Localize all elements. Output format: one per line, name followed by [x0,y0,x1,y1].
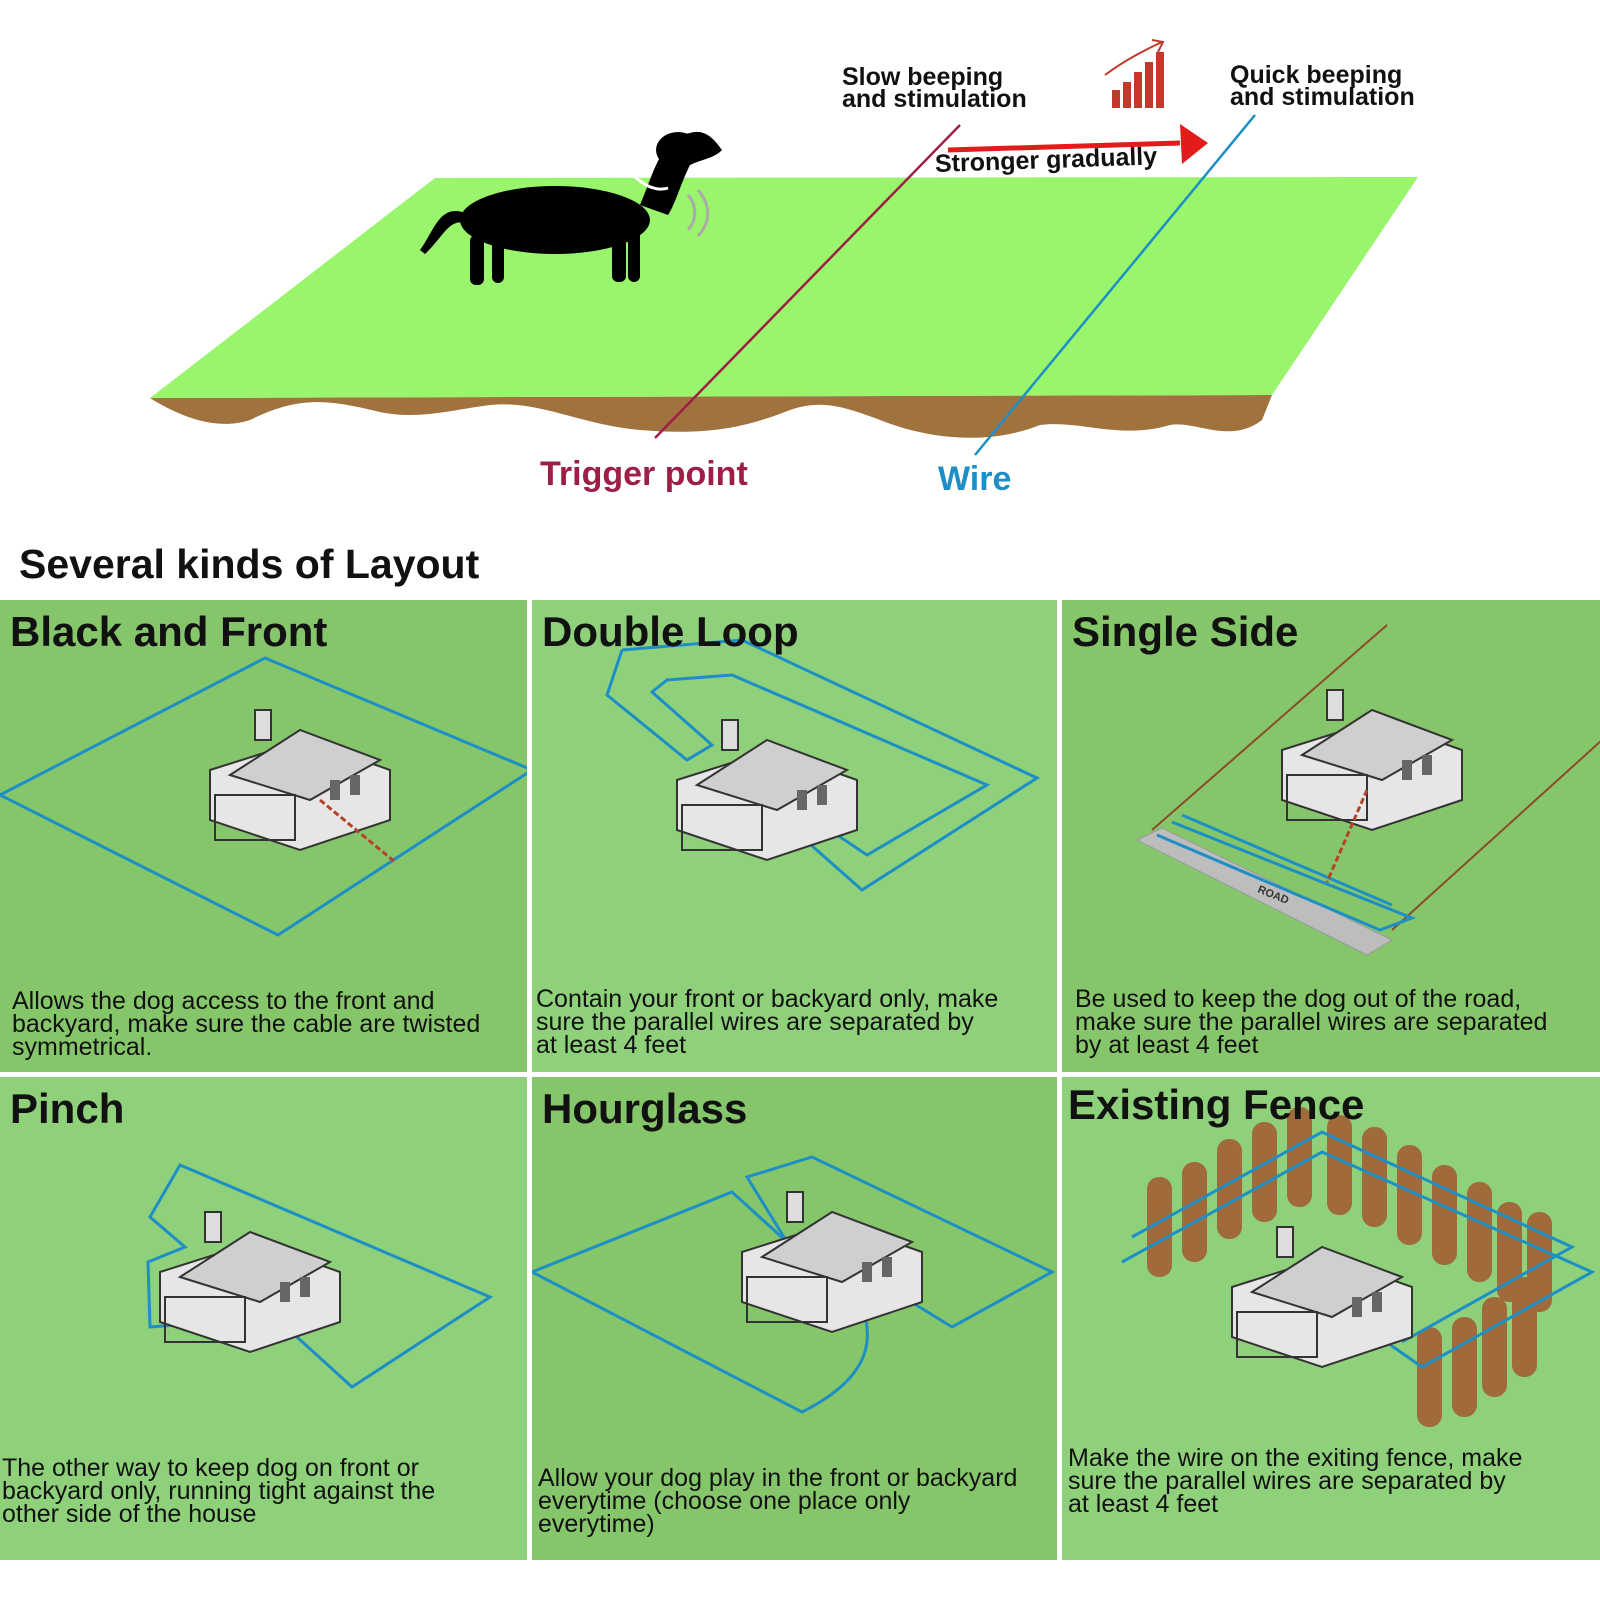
panel-title: Hourglass [542,1085,748,1132]
panel-hourglass: Hourglass Allow your dog play in the fro… [532,1077,1057,1560]
collar [628,170,669,191]
house-icon [159,1211,341,1354]
panel-pinch: Pinch The other way to keep dog on front… [0,1077,527,1560]
layout-grid: Black and Front Allows the dog access to… [0,600,1600,1560]
sound-waves-icon [686,189,710,238]
panel-title: Existing Fence [1068,1081,1365,1128]
panel-title: Double Loop [542,608,799,655]
panel-description: Allow your dog play in the front or back… [538,1464,1018,1538]
grass-plane [150,177,1418,398]
trigger-point-label: Trigger point [540,455,748,493]
existing-fence-illustration [1121,1107,1596,1427]
house-icon [209,709,391,852]
arrow-head [1180,124,1208,164]
panel-description: Make the wire on the exiting fence, make… [1068,1444,1523,1518]
panel-existing-fence: Existing Fence Make the wire on the exit… [1062,1077,1600,1560]
house-icon [741,1191,923,1334]
house-icon [676,719,858,862]
wire-line [974,114,1256,456]
dog-icon [420,131,722,285]
pinch-illustration [146,1163,494,1389]
panel-description: Contain your front or backyard only, mak… [536,985,999,1059]
single-side-illustration: ROAD [1135,624,1600,956]
quick-beeping-label: Quick beeping and stimulation [1230,61,1415,111]
double-loop-illustration [605,638,1041,892]
stronger-arrow [947,140,1181,153]
house-icon [1231,1226,1413,1369]
wire-label: Wire [938,460,1012,498]
panel-double-loop: Double Loop Contain your front or backya… [532,600,1057,1072]
house-icon [1281,689,1463,832]
panel-black-and-front: Black and Front Allows the dog access to… [0,600,527,1072]
soil-edge [150,395,1272,438]
black-and-front-illustration [0,656,527,937]
panel-title: Black and Front [10,608,328,655]
panel-title: Single Side [1072,608,1299,655]
slow-beeping-label: Slow beeping and stimulation [842,63,1027,113]
yard-illustration [150,39,1418,456]
section-title: Several kinds of Layout [19,541,480,587]
hourglass-illustration [532,1155,1056,1414]
panel-title: Pinch [10,1085,125,1132]
panel-single-side: ROAD Single Side Be used to keep the dog… [1062,600,1600,1072]
trigger-line [654,124,961,439]
signal-bars-icon [1112,52,1164,108]
panel-description: Allows the dog access to the front and b… [12,987,481,1061]
panel-description: Be used to keep the dog out of the road,… [1075,985,1548,1059]
panel-description: The other way to keep dog on front or ba… [2,1454,436,1528]
boundary-diagram: Slow beeping and stimulation Quick beepi… [0,0,1600,520]
rising-arrow-icon [1104,39,1165,76]
